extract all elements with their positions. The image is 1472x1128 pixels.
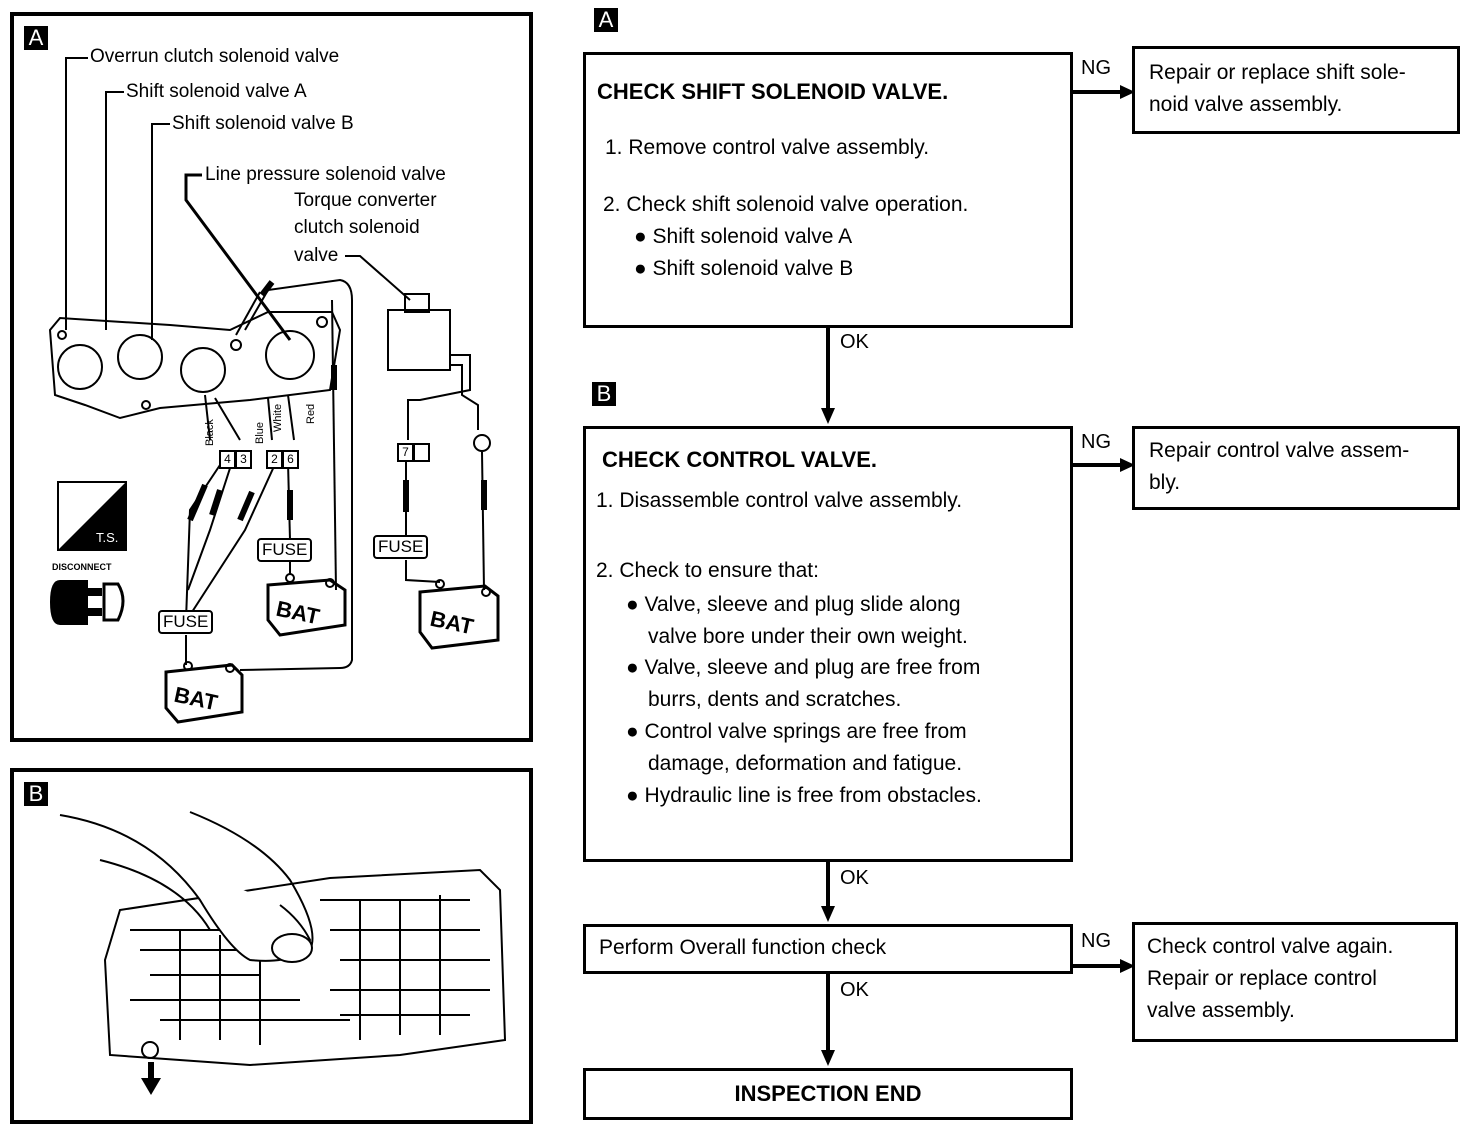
inspection-end-label: INSPECTION END (734, 1081, 922, 1106)
step2-b4: Hydraulic line is free from obstacles. (644, 784, 982, 807)
inspection-end-box: INSPECTION END (583, 1068, 1073, 1120)
callout-shift-b: Shift solenoid valve B (172, 113, 354, 134)
step2-b2a: Valve, sleeve and plug are free from (644, 656, 981, 679)
step2-line1: 1. Disassemble control valve assembly. (596, 489, 963, 512)
step1-ng-result: Repair or replace shift sole- noid valve… (1132, 46, 1460, 134)
callout-line-pressure: Line pressure solenoid valve (205, 164, 446, 185)
step2-bullet2: ● Valve, sleeve and plug are free from (626, 656, 981, 679)
down-arrow-icon (141, 1062, 161, 1095)
step2-ng-line1: Repair control valve assem- (1149, 439, 1410, 462)
callout-tcc-1: Torque converter (294, 190, 437, 211)
step3-title: Perform Overall function check (599, 936, 887, 959)
step1-line1: 1. Remove control valve assembly. (605, 136, 930, 159)
fuse-label: FUSE (373, 535, 429, 559)
callout-tcc-2: clutch solenoid (294, 217, 420, 238)
connector-pin: 6 (282, 450, 299, 469)
ts-label: T.S. (96, 530, 119, 545)
fuse-label: FUSE (158, 610, 214, 634)
step2-b2b: burrs, dents and scratches. (648, 688, 902, 711)
step3-ng-line2: Repair or replace control (1147, 967, 1377, 990)
flow-tag-b: B (592, 382, 616, 406)
step2-ng-result: Repair control valve assem- bly. (1132, 426, 1460, 510)
disconnect-label: DISCONNECT (52, 562, 112, 572)
step3-ng-label: NG (1081, 930, 1111, 952)
step3-ng-result: Check control valve again. Repair or rep… (1132, 922, 1458, 1042)
step2-box: CHECK CONTROL VALVE. 1. Disassemble cont… (583, 426, 1073, 862)
step3-ng-line3: valve assembly. (1147, 999, 1295, 1022)
step2-line2: 2. Check to ensure that: (596, 559, 819, 582)
step1-bullet1-text: Shift solenoid valve A (652, 225, 853, 248)
step1-ng-label: NG (1081, 57, 1111, 79)
panel-b-tag: B (24, 782, 48, 806)
step1-ng-line2: noid valve assembly. (1149, 93, 1343, 116)
callout-tcc-3: valve (294, 245, 339, 266)
step2-bullet4: ● Hydraulic line is free from obstacles. (626, 784, 982, 807)
flow-tag-a: A (594, 8, 618, 32)
step2-b1a: Valve, sleeve and plug slide along (644, 593, 961, 616)
step1-line2: 2. Check shift solenoid valve operation. (603, 193, 969, 216)
step3-box: Perform Overall function check (583, 924, 1073, 974)
step2-ng-label: NG (1081, 431, 1111, 453)
step2-b3a: Control valve springs are free from (644, 720, 967, 743)
step2-b3b: damage, deformation and fatigue. (648, 752, 963, 775)
panel-a-tag: A (24, 26, 48, 50)
fuse-label: FUSE (257, 538, 313, 562)
ts-icon (57, 481, 127, 551)
connector-pin: 3 (235, 450, 252, 469)
step1-title: CHECK SHIFT SOLENOID VALVE. (597, 79, 949, 104)
step2-title: CHECK CONTROL VALVE. (602, 447, 878, 472)
step2-ng-line2: bly. (1149, 471, 1181, 494)
step2-bullet1: ● Valve, sleeve and plug slide along (626, 593, 961, 616)
callout-shift-a: Shift solenoid valve A (126, 81, 307, 102)
connector-pin: 4 (219, 450, 236, 469)
step1-bullet2: ● Shift solenoid valve B (634, 257, 854, 280)
connector-pin-blank (413, 443, 430, 462)
step2-b1b: valve bore under their own weight. (648, 625, 968, 648)
step1-ok-label: OK (840, 331, 869, 353)
step3-ng-line1: Check control valve again. (1147, 935, 1394, 958)
panel-a-illustration: A (10, 12, 533, 742)
step2-ok-label: OK (840, 867, 869, 889)
step1-ng-line1: Repair or replace shift sole- (1149, 61, 1406, 84)
callout-overrun: Overrun clutch solenoid valve (90, 46, 340, 67)
step1-bullet1: ● Shift solenoid valve A (634, 225, 853, 248)
disconnect-icon (50, 580, 125, 625)
step1-bullet2-text: Shift solenoid valve B (652, 257, 854, 280)
step3-ok-label: OK (840, 979, 869, 1001)
step1-box: CHECK SHIFT SOLENOID VALVE. 1. Remove co… (583, 52, 1073, 328)
step2-bullet3: ● Control valve springs are free from (626, 720, 967, 743)
